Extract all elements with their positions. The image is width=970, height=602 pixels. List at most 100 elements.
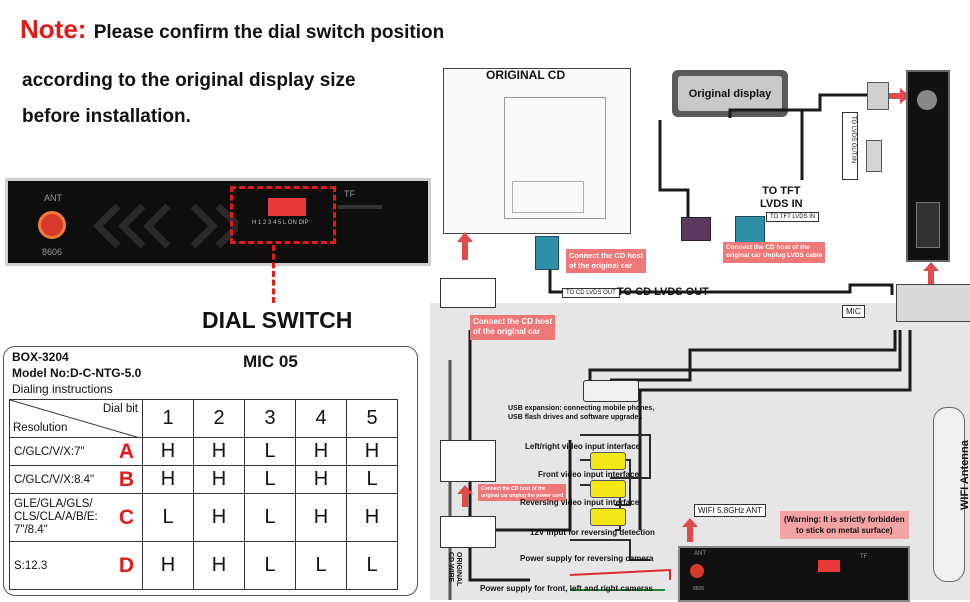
to-cd-lvds-out-label: TO CD LVDS OUT <box>617 286 709 298</box>
mic-tag: MIC <box>842 305 865 318</box>
usb-port-icon <box>916 202 940 248</box>
row-value: L <box>244 437 296 466</box>
row-res-text: GLE/GLA/GLS/ CLS/CLA/A/B/E: 7"/8.4" <box>14 497 98 537</box>
row-res-text: S:12.3 <box>14 559 48 572</box>
rca-yellow-plug-icon <box>590 452 626 470</box>
card-model: Model No:D-C-NTG-5.0 <box>12 366 142 380</box>
cd-inner-frame <box>504 97 606 219</box>
bit-header: 4 <box>295 399 347 438</box>
row-value: H <box>295 437 347 466</box>
antenna-port-icon <box>917 90 937 110</box>
original-wire-connector <box>440 516 496 548</box>
card-box-name: BOX-3204 <box>12 350 69 364</box>
diagonal-line <box>10 400 140 438</box>
bottom-box-front: ANT 8606 TF <box>678 546 910 602</box>
row-letter: D <box>118 553 134 577</box>
original-cd-label: ORIGINAL CD <box>486 68 566 82</box>
row-value: H <box>193 493 245 542</box>
to-tft-lvds-in-small: TO TFT LVDS IN <box>766 212 820 222</box>
note-prefix: Note <box>20 14 78 44</box>
row-value: L <box>346 465 398 494</box>
antenna-connector-icon <box>38 211 66 239</box>
card-mic: MIC 05 <box>243 352 298 371</box>
dial-table: Dial bit Resolution 1 2 3 4 5 C/GLC/V/X:… <box>9 399 398 590</box>
dial-switch-caption: DIAL SWITCH <box>202 307 353 333</box>
main-harness-connector <box>896 284 970 322</box>
device-tf-label: TF <box>344 189 355 199</box>
to-tft-lvds-in-label: TO TFT LVDS IN <box>760 185 803 211</box>
bottom-dial-switch <box>818 560 840 572</box>
table-header-corner: Dial bit Resolution <box>9 399 143 438</box>
lvds-out-in-tag <box>842 112 858 180</box>
row-resolution: S:12.3 D <box>9 541 143 590</box>
bit-header: 5 <box>346 399 398 438</box>
power-cameras-label: Power supply for front, left and right c… <box>480 584 653 593</box>
connect-cd-host-label-4: Connect the CD host of the original car … <box>478 484 567 501</box>
bottom-box-ant-label: ANT <box>694 551 706 557</box>
row-letter: A <box>118 439 134 463</box>
lr-video-label: Left/right video input interface <box>525 442 641 451</box>
arrow-right-icon <box>886 88 910 104</box>
row-letter: B <box>118 467 134 491</box>
reversing-video-label: Reversing video input interface <box>520 498 640 507</box>
row-res-text: C/GLC/V/X:7" <box>14 445 85 458</box>
device-front-panel: ANT 8606 TF <box>5 178 431 266</box>
cd-harness-connector <box>440 278 496 308</box>
row-resolution: GLE/GLA/GLS/ CLS/CLA/A/B/E: 7"/8.4"C <box>9 493 143 542</box>
usb-cable-connector <box>583 380 639 402</box>
row-value: L <box>244 493 296 542</box>
v12-reversing-label: 12V input for reversing detection <box>530 528 655 537</box>
row-value: H <box>346 437 398 466</box>
row-res-text: C/GLC/V/X:8.4" <box>14 473 95 486</box>
wifi-label: WIFI 5.8GHz ANT <box>694 504 767 517</box>
rca-yellow-plug-icon <box>590 480 626 498</box>
original-cd-wire-label: ORIGINAL CD WIRE <box>447 552 462 587</box>
row-value: H <box>346 493 398 542</box>
to-cd-lvds-out-small: TO CD LVDS OUT <box>562 288 620 298</box>
power-connector <box>440 440 496 482</box>
lvds-connector-white <box>867 82 889 110</box>
arrow-up-icon <box>457 232 473 260</box>
lvds-connector-teal <box>535 236 559 270</box>
row-resolution: C/GLC/V/X:7" A <box>9 437 143 466</box>
note-heading: Note: Please confirm the dial switch pos… <box>20 14 444 45</box>
row-value: L <box>142 493 194 542</box>
note-colon: : <box>77 14 87 44</box>
note-line-1: Please confirm the dial switch position <box>93 22 445 43</box>
note-line-2: according to the original display size <box>22 70 356 91</box>
row-value: H <box>142 437 194 466</box>
arrow-up-icon <box>923 262 939 284</box>
wifi-antenna <box>933 407 965 582</box>
row-value: L <box>295 541 347 590</box>
row-value: H <box>295 493 347 542</box>
device-model-small: 8606 <box>42 247 63 257</box>
front-video-label: Front video input interface <box>538 470 639 479</box>
chevron-pattern-icon <box>93 203 238 249</box>
row-value: H <box>142 465 194 494</box>
dial-switch-highlight <box>230 186 336 244</box>
row-value: H <box>142 541 194 590</box>
bottom-box-model: 8606 <box>693 586 705 592</box>
bit-header: 2 <box>193 399 245 438</box>
usb-expansion-label: USB expansion: connecting mobile phones,… <box>508 405 655 422</box>
connect-cd-host-label-1: Connect the CD host of the original car <box>566 249 647 273</box>
card-instructions: Dialing instructions <box>12 382 113 396</box>
device-ant-label: ANT <box>44 193 62 203</box>
warning-label: (Warning: It is strictly forbidden to st… <box>780 511 909 540</box>
power-reversing-label: Power supply for reversing camera <box>520 554 654 563</box>
original-display-label: Original display <box>678 76 782 111</box>
header-resolution: Resolution <box>13 422 68 434</box>
note-line-3: before installation. <box>22 106 191 127</box>
wifi-antenna-label: WIFI Antenna <box>959 440 970 510</box>
to-lvds-out-in-label: TO LVDS OUT/IN <box>850 116 856 164</box>
dial-pointer-line <box>272 245 275 303</box>
dial-switch-block <box>268 198 306 216</box>
bit-header: 1 <box>142 399 194 438</box>
dial-small-labels: H 1 2 3 4 5 L ON DIP <box>252 220 309 226</box>
arrow-up-icon <box>682 518 698 542</box>
row-resolution: C/GLC/V/X:8.4" B <box>9 465 143 494</box>
main-box-side <box>906 70 950 262</box>
cd-inner-board <box>512 181 584 213</box>
header-dialbit: Dial bit <box>102 403 138 415</box>
row-value: H <box>295 465 347 494</box>
